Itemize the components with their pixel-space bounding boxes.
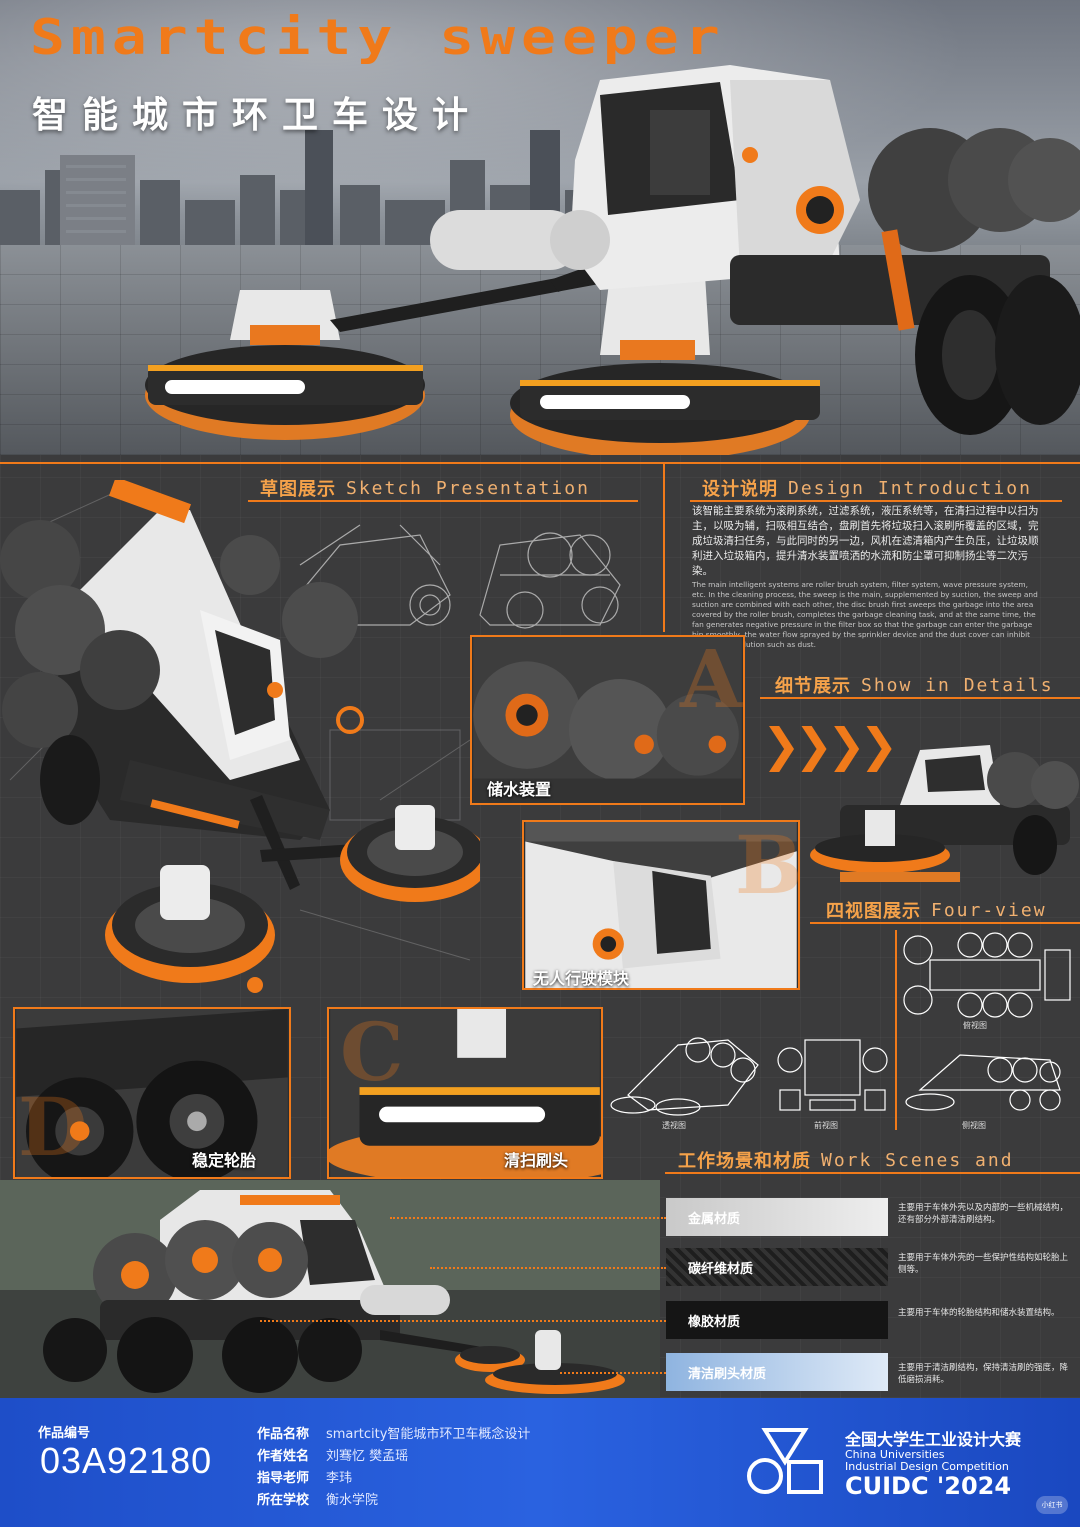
details-underline <box>760 697 1080 699</box>
section-title-sketch: 草图展示 Sketch Presentation <box>260 474 590 502</box>
material-name-rubber: 橡胶材质 <box>688 1314 741 1330</box>
work-id-value: 03A92180 <box>40 1440 213 1481</box>
section-title-scenes: 工作场景和材质 Work Scenes and <box>678 1146 1014 1174</box>
work-name-value: smartcity智能城市环卫车概念设计 <box>326 1427 531 1442</box>
material-name-metal: 金属材质 <box>688 1211 741 1227</box>
section-title-fourview: 四视图展示 Four-view <box>826 896 1047 924</box>
hero-banner: Smartcity sweeper 智能城市环卫车设计 <box>0 0 1080 455</box>
hero-subtitle: 智能城市环卫车设计 <box>32 95 483 136</box>
side-view-drawing <box>905 1054 1061 1111</box>
material-bar-rubber: 橡胶材质 <box>666 1301 888 1339</box>
section-title-scenes-en: Work Scenes and <box>821 1149 1014 1171</box>
author-value: 刘骞忆 樊孟瑶 <box>326 1449 409 1464</box>
teacher-label: 指导老师 <box>257 1471 310 1486</box>
material-desc-rubber: 主要用于车体的轮胎结构和储水装置结构。 <box>898 1308 1060 1318</box>
leader-line-brush <box>560 1372 666 1374</box>
hero-vehicle-render <box>145 65 1080 455</box>
sketch-underline <box>248 500 638 502</box>
view-label-side: 侧视图 <box>962 1121 986 1130</box>
teacher-value: 李玮 <box>326 1471 353 1486</box>
details-side-vehicle-render <box>810 745 1079 882</box>
watermark: 小红书 <box>1036 1496 1068 1514</box>
section-title-fourview-en: Four-view <box>931 899 1047 921</box>
detail-frame-d <box>13 1007 291 1179</box>
footer-bar: 作品编号 03A92180 作品名称 smartcity智能城市环卫车概念设计 … <box>0 1398 1080 1527</box>
material-bar-metal: 金属材质 <box>666 1198 888 1236</box>
detail-frame-a <box>470 635 745 805</box>
author-label: 作者姓名 <box>257 1449 310 1464</box>
detail-letter-a: A <box>680 632 743 726</box>
design-underline <box>690 500 1062 502</box>
leader-line-metal <box>390 1217 666 1219</box>
view-label-perspective: 透视图 <box>662 1121 686 1130</box>
detail-frame-c <box>327 1007 603 1179</box>
detail-letter-c: C <box>340 1005 404 1099</box>
scenes-underline <box>665 1172 1080 1174</box>
design-intro-cn: 该智能主要系统为滚刷系统，过滤系统，液压系统等，在清扫过程中以扫为主，以吸为辅，… <box>692 505 1039 577</box>
school-value: 衡水学院 <box>326 1493 379 1508</box>
leader-line-rubber <box>260 1320 666 1322</box>
design-intro-en: The main intelligent systems are roller … <box>692 580 1038 649</box>
detail-caption-c: 清扫刷头 <box>504 1151 569 1170</box>
sketch-vehicle-render <box>0 480 480 993</box>
detail-caption-b: 无人行驶模块 <box>533 969 630 988</box>
work-id-label: 作品编号 <box>38 1426 91 1441</box>
hero-title: Smartcity sweeper <box>30 8 726 66</box>
section-title-sketch-cn: 草图展示 <box>260 479 336 500</box>
material-desc-brush: 主要用于清洁刷结构，保持清洁刷的强度，降低磨损消耗。 <box>898 1363 1069 1385</box>
detail-letter-b: B <box>735 818 803 912</box>
front-view-drawing <box>777 1039 888 1111</box>
section-title-scenes-cn: 工作场景和材质 <box>678 1151 811 1172</box>
water-tank-render <box>473 637 742 803</box>
perspective-view-drawing <box>610 1037 759 1116</box>
org-name-en-line1: China Universities <box>845 1448 945 1461</box>
material-name-carbon: 碳纤维材质 <box>688 1261 754 1277</box>
material-bar-carbon: 碳纤维材质 <box>666 1248 888 1286</box>
org-year: CUIDC '2024 <box>845 1472 1012 1500</box>
sweeping-brush-render <box>329 1009 601 1177</box>
top-view-drawing <box>903 932 1071 1018</box>
section-title-fourview-cn: 四视图展示 <box>826 901 921 922</box>
fourview-underline <box>810 922 1080 924</box>
section-title-sketch-en: Sketch Presentation <box>346 477 590 499</box>
section-title-design-cn: 设计说明 <box>702 479 778 500</box>
section-title-details-en: Show in Details <box>861 674 1054 696</box>
org-name-cn: 全国大学生工业设计大赛 <box>845 1430 1022 1449</box>
view-label-front: 前视图 <box>814 1121 838 1130</box>
stable-tyre-render <box>16 1009 288 1177</box>
chevron-arrows-icon: ❯❯❯❯ <box>762 718 898 772</box>
section-title-design: 设计说明 Design Introduction <box>702 474 1032 502</box>
divider-vertical <box>663 462 665 632</box>
divider-top <box>0 462 1080 464</box>
section-title-details: 细节展示 Show in Details <box>775 671 1054 699</box>
org-name-en-line2: Industrial Design Competition <box>845 1460 1009 1473</box>
detail-caption-a: 储水装置 <box>487 780 552 799</box>
leader-line-carbon <box>430 1267 666 1269</box>
material-desc-metal: 主要用于车体外壳以及内部的一些机械结构，还有部分外部清洁刷结构。 <box>898 1203 1069 1225</box>
work-scene-render <box>0 1180 660 1398</box>
material-name-brush: 清洁刷头材质 <box>688 1366 767 1382</box>
detail-caption-d: 稳定轮胎 <box>192 1151 257 1170</box>
section-title-details-cn: 细节展示 <box>775 676 851 697</box>
cuidc-logo-icon <box>747 1428 823 1494</box>
fourview-vertical <box>895 930 897 1130</box>
view-label-top: 俯视图 <box>963 1021 987 1030</box>
work-name-label: 作品名称 <box>257 1427 310 1442</box>
detail-letter-d: D <box>18 1080 88 1174</box>
detail-frame-b <box>522 820 800 990</box>
school-label: 所在学校 <box>257 1493 310 1508</box>
section-title-design-en: Design Introduction <box>788 477 1032 499</box>
autonomous-module-render <box>525 822 797 988</box>
material-desc-carbon: 主要用于车体外壳的一些保护性结构如轮胎上侧等。 <box>898 1253 1069 1275</box>
material-bar-brush: 清洁刷头材质 <box>666 1353 888 1391</box>
